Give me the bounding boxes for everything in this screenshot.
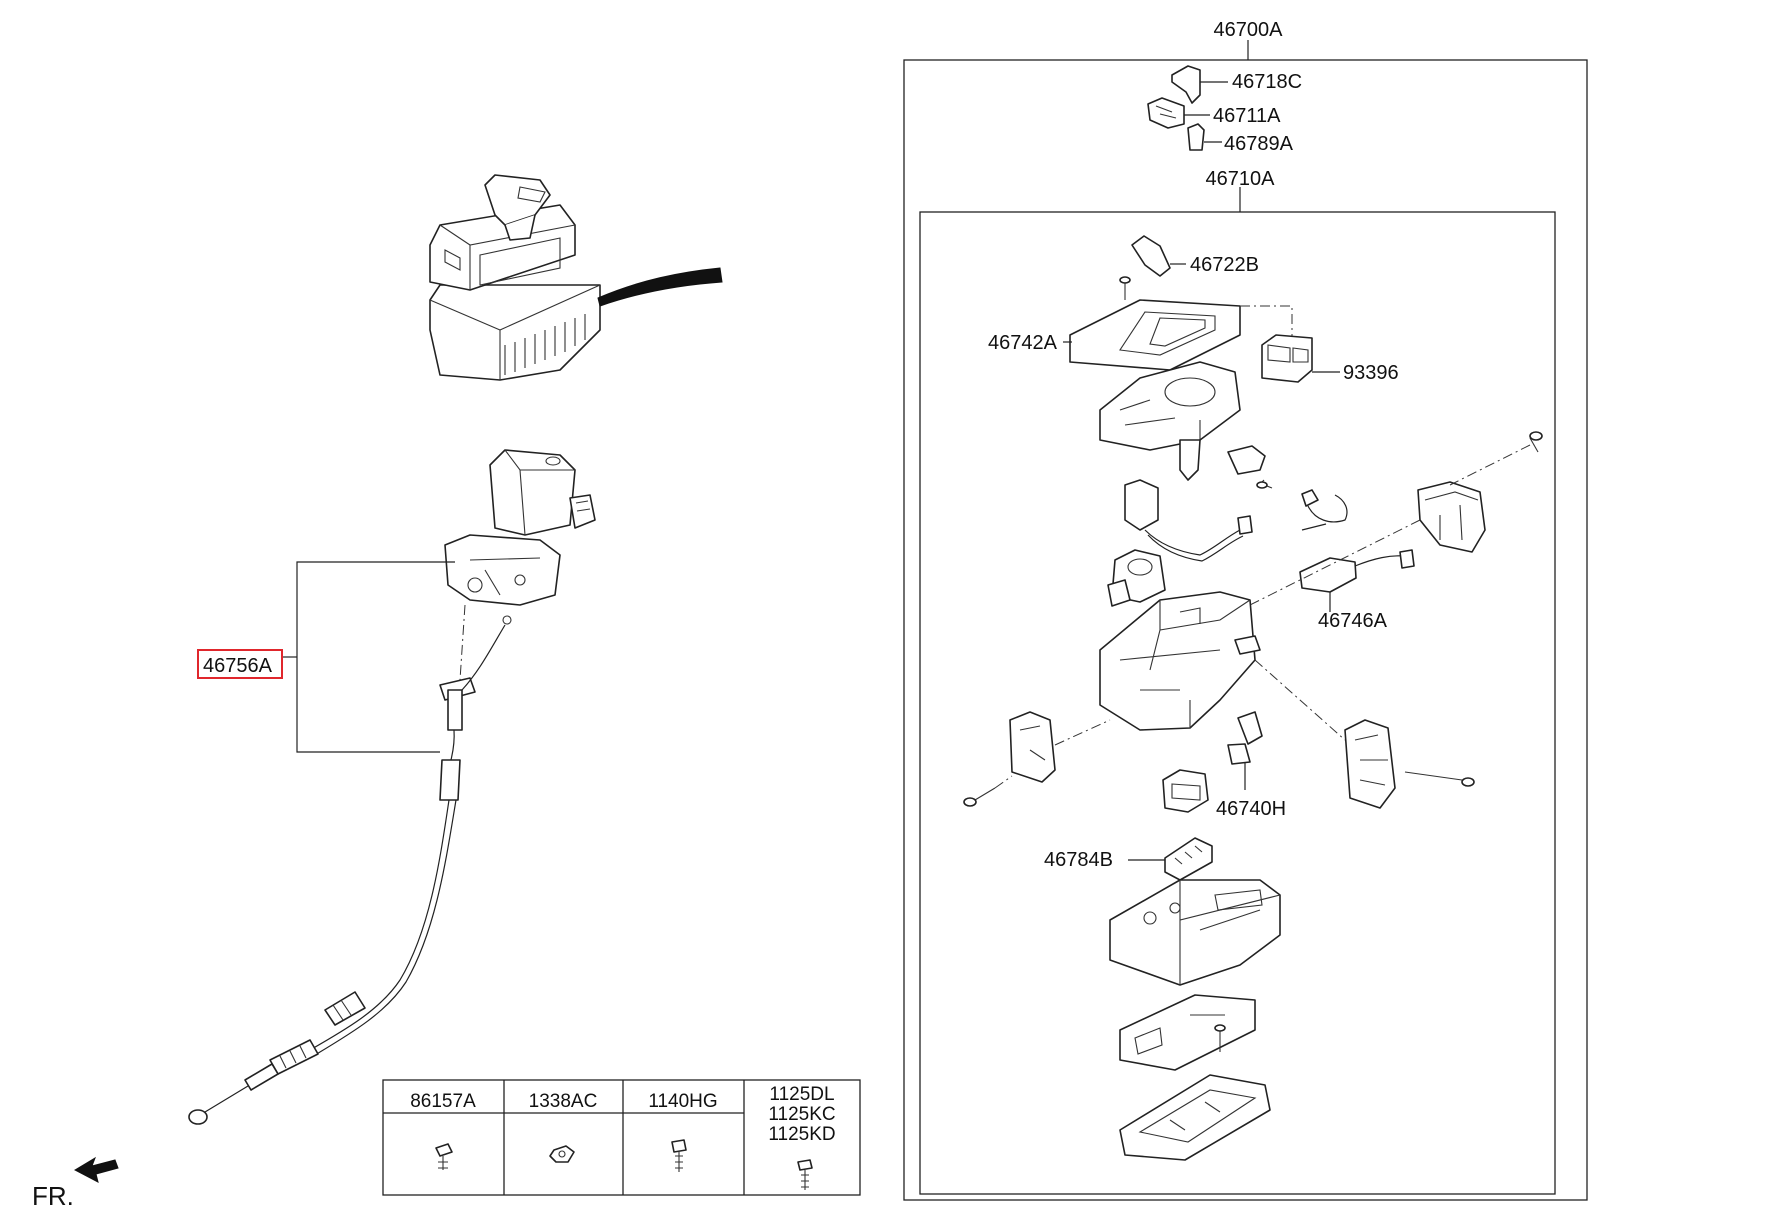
label-46722B[interactable]: 46722B <box>1190 254 1259 276</box>
shift-cable-illustration <box>188 449 596 1125</box>
fastener-header-86157A[interactable]: 86157A <box>410 1091 476 1112</box>
part-labels: 46700A 46718C 46711A 46789A 46710A 46722… <box>197 19 1399 871</box>
fastener-table <box>382 1079 861 1196</box>
fastener-header-1125KD[interactable]: 1125KD <box>768 1124 835 1145</box>
label-46789A[interactable]: 46789A <box>1224 133 1294 155</box>
label-46742A[interactable]: 46742A <box>988 332 1058 354</box>
front-direction-indicator <box>73 1156 119 1183</box>
fastener-header-1338AC[interactable]: 1338AC <box>529 1091 598 1112</box>
label-46784B[interactable]: 46784B <box>1044 849 1113 871</box>
label-93396[interactable]: 93396 <box>1343 362 1399 384</box>
screw-icon <box>797 1159 813 1190</box>
assembly-frames <box>903 40 1588 1201</box>
fastener-header-1125DL[interactable]: 1125DL <box>769 1084 834 1105</box>
bolt-icon <box>671 1139 687 1172</box>
label-46740H[interactable]: 46740H <box>1216 798 1286 820</box>
label-46710A[interactable]: 46710A <box>1206 168 1276 190</box>
label-46756A[interactable]: 46756A <box>203 655 273 677</box>
label-46746A[interactable]: 46746A <box>1318 610 1388 632</box>
shift-cable-bracket <box>282 561 455 753</box>
front-label: FR. <box>32 1181 74 1211</box>
nut-icon <box>549 1145 575 1163</box>
clip-icon <box>435 1143 453 1170</box>
fastener-header-1125KC[interactable]: 1125KC <box>768 1104 835 1125</box>
shifter-assembly-illustration <box>429 174 723 381</box>
label-46711A[interactable]: 46711A <box>1213 105 1281 127</box>
fastener-labels: 86157A 1338AC 1140HG 1125DL 1125KC 1125K… <box>410 1084 835 1145</box>
highlight-box <box>197 649 283 679</box>
fastener-header-1140HG[interactable]: 1140HG <box>648 1091 717 1112</box>
exploded-parts-illustration <box>963 65 1543 1161</box>
label-46718C[interactable]: 46718C <box>1232 71 1302 93</box>
label-46700A[interactable]: 46700A <box>1214 19 1284 41</box>
